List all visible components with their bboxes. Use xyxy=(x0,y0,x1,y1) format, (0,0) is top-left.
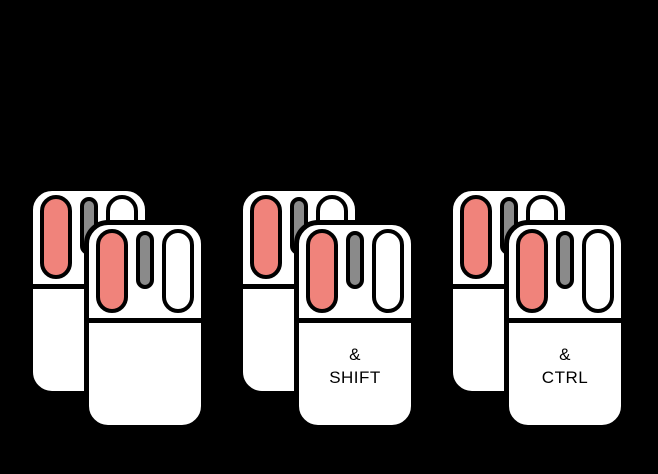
left-click-button-icon xyxy=(516,229,548,313)
left-click-button-icon xyxy=(250,195,282,279)
middle-scroll-button-icon xyxy=(556,231,574,289)
mouse-buttons xyxy=(96,229,194,313)
right-click-button-icon xyxy=(372,229,404,313)
modifier-label-line1: & xyxy=(559,345,571,364)
left-click-button-icon xyxy=(40,195,72,279)
mouse-buttons xyxy=(306,229,404,313)
left-click-button-icon xyxy=(306,229,338,313)
mouse-front: & SHIFT xyxy=(294,220,416,430)
group-left-click-with-ctrl: & CTRL xyxy=(448,186,628,434)
mouse-front xyxy=(84,220,206,430)
mouse-buttons xyxy=(516,229,614,313)
left-click-button-icon xyxy=(460,195,492,279)
modifier-label-line1: & xyxy=(349,345,361,364)
modifier-label-line2: SHIFT xyxy=(329,368,381,387)
group-double-left-click xyxy=(28,186,208,434)
middle-scroll-button-icon xyxy=(136,231,154,289)
modifier-label: & SHIFT xyxy=(299,343,411,389)
mouse-body-divider xyxy=(299,318,411,323)
mouse-body-divider xyxy=(89,318,201,323)
right-click-button-icon xyxy=(162,229,194,313)
right-click-button-icon xyxy=(582,229,614,313)
modifier-label-line2: CTRL xyxy=(541,368,589,387)
mouse-body-divider xyxy=(509,318,621,323)
modifier-label: & CTRL xyxy=(509,343,621,389)
left-click-button-icon xyxy=(96,229,128,313)
group-left-click-with-shift: & SHIFT xyxy=(238,186,418,434)
mouse-front: & CTRL xyxy=(504,220,626,430)
middle-scroll-button-icon xyxy=(346,231,364,289)
